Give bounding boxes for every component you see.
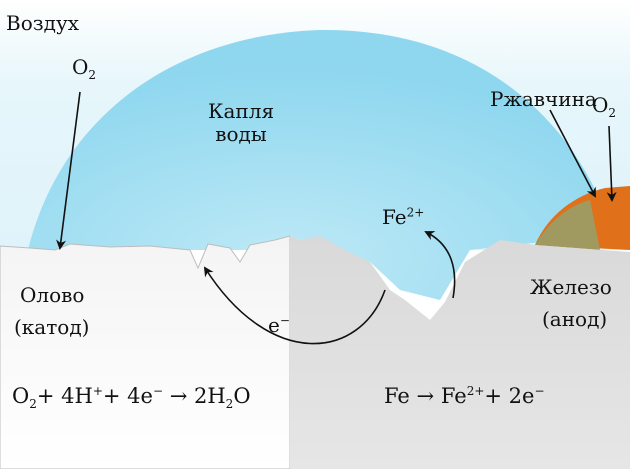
- rust-arrow: [549, 109, 596, 198]
- tin-metal: [0, 235, 291, 469]
- iron-label: Железо: [530, 275, 612, 299]
- tin-label: Олово: [20, 283, 85, 307]
- water-drop-label: Капля воды: [208, 99, 275, 146]
- anode-equation: Fe → Fe2++ 2e−: [384, 384, 545, 408]
- cathode-equation: O2+ 4H++ 4e− → 2H2O: [12, 384, 251, 412]
- fe-ion-label: Fe2+: [382, 205, 425, 229]
- rust-deposit-dark: [535, 200, 600, 250]
- electron-arrow: [203, 266, 386, 345]
- electron-label: e−: [268, 313, 290, 337]
- water-droplet: [28, 29, 600, 300]
- anode-label: (анод): [542, 307, 608, 331]
- fe-ion-arrow: [424, 231, 456, 299]
- air-label: Воздух: [6, 11, 80, 35]
- o2-arrow-right: [606, 125, 617, 202]
- o2-left-label: O2: [72, 55, 97, 82]
- o2-arrow-left: [56, 91, 81, 250]
- cathode-label: (катод): [14, 315, 90, 339]
- iron-metal: [290, 236, 630, 469]
- o2-right-label: O2: [592, 93, 617, 120]
- rust-label: Ржавчина: [490, 87, 597, 111]
